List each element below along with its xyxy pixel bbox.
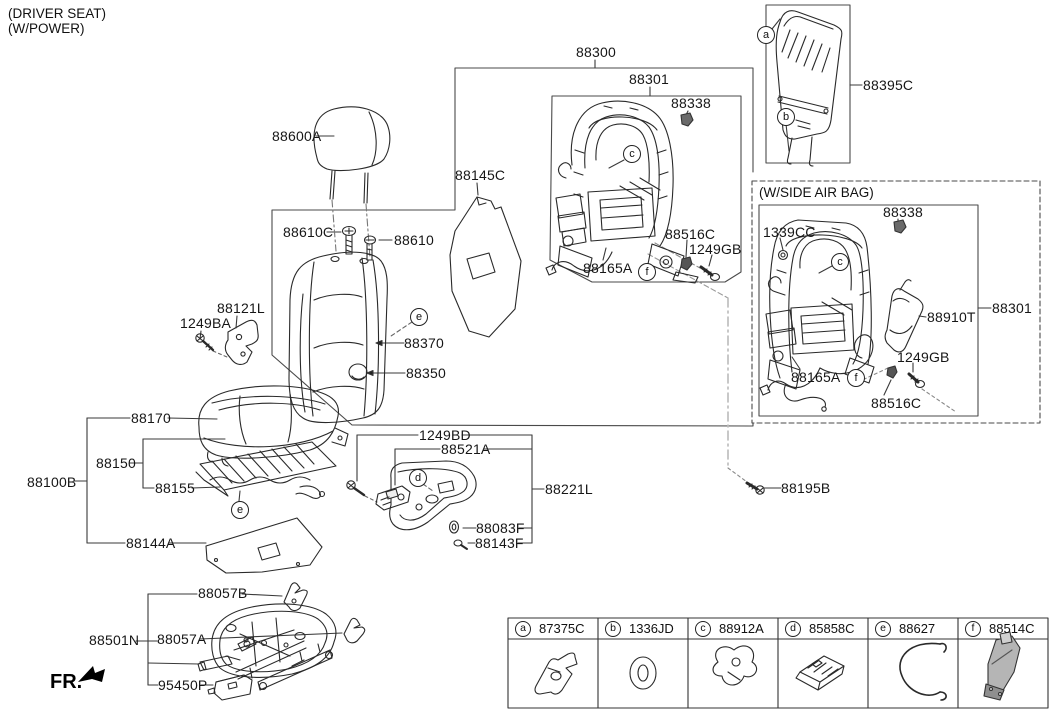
part-label-88521A: 88521A xyxy=(441,441,491,457)
backrest-cover-drawing xyxy=(288,251,388,424)
part-label-88100B: 88100B xyxy=(27,474,77,490)
part-label-88516C-main: 88516C xyxy=(665,226,716,242)
part-label-88370: 88370 xyxy=(404,335,444,351)
part-label-1249GB-sab: 1249GB xyxy=(897,349,950,365)
legend-part-c: 88912A xyxy=(719,621,764,636)
headrest-drawing xyxy=(313,106,391,204)
legend-cell-f: f 88514C xyxy=(958,618,1055,639)
part-label-88338: 88338 xyxy=(671,95,711,111)
page-title-line2: (W/POWER) xyxy=(8,21,85,36)
part-label-88610: 88610 xyxy=(394,232,434,248)
legend-part-e: 88627 xyxy=(899,621,936,636)
part-label-88165A-main: 88165A xyxy=(583,260,633,276)
recliner-bracket-drawing xyxy=(195,319,259,365)
legend-cell-d: d 85858C xyxy=(778,618,875,639)
part-label-88610C: 88610C xyxy=(283,224,334,240)
part-label-88170: 88170 xyxy=(131,410,171,426)
bolt-88195b-drawing xyxy=(745,481,765,495)
fr-direction-label: FR. xyxy=(50,671,83,693)
part-label-88155: 88155 xyxy=(155,480,195,496)
part-label-88300: 88300 xyxy=(576,44,616,60)
legend-letter-f: f xyxy=(965,620,981,637)
side-airbag-box-title: (W/SIDE AIR BAG) xyxy=(759,185,874,200)
part-label-1249BD: 1249BD xyxy=(419,427,471,443)
trim-clip-icon xyxy=(712,645,758,686)
page-title-line1: (DRIVER SEAT) xyxy=(8,6,107,21)
fr-arrow xyxy=(78,666,105,682)
part-label-88221L: 88221L xyxy=(545,481,593,497)
part-label-88301: 88301 xyxy=(629,71,669,87)
callout-b: b xyxy=(777,108,795,126)
legend-letter-a: a xyxy=(515,620,531,637)
part-label-95450P: 95450P xyxy=(158,677,208,693)
part-label-1249GB-main: 1249GB xyxy=(689,241,742,257)
back-frame-drawing xyxy=(545,100,721,284)
part-label-88121L: 88121L xyxy=(217,300,265,316)
heater-mat-drawing xyxy=(195,441,337,499)
part-label-88350: 88350 xyxy=(406,365,446,381)
part-label-88600A: 88600A xyxy=(272,128,322,144)
legend-part-d: 85858C xyxy=(809,621,855,636)
shield-drawing xyxy=(346,460,477,550)
callout-a: a xyxy=(757,26,775,44)
callout-e-backrest: e xyxy=(410,308,428,326)
part-label-88145C: 88145C xyxy=(455,167,506,183)
callout-d: d xyxy=(409,469,427,487)
part-label-88150: 88150 xyxy=(96,455,136,471)
legend-letter-e: e xyxy=(875,620,891,637)
part-label-1339CC: 1339CC xyxy=(763,224,816,240)
part-label-88083F: 88083F xyxy=(476,520,525,536)
callout-f-sab: f xyxy=(847,369,865,387)
part-label-88165A-sab: 88165A xyxy=(791,369,841,385)
legend-part-f: 88514C xyxy=(989,621,1035,636)
cushion-cover-drawing xyxy=(198,385,349,467)
legend-cell-e: e 88627 xyxy=(868,618,965,639)
square-clip-icon xyxy=(795,655,845,691)
callout-f-main: f xyxy=(638,263,656,281)
legend-letter-d: d xyxy=(785,620,801,637)
legend-cell-c: c 88912A xyxy=(688,618,785,639)
callout-e-cushion: e xyxy=(231,501,249,519)
legend-cell-b: b 1336JD xyxy=(598,618,695,639)
assembly-boxes xyxy=(271,4,1041,427)
legend-part-a: 87375C xyxy=(539,621,585,636)
part-label-88144A: 88144A xyxy=(126,535,176,551)
part-label-88143F: 88143F xyxy=(475,535,524,551)
legend-cell-a: a 87375C xyxy=(508,618,605,639)
part-label-88195B: 88195B xyxy=(781,480,831,496)
callout-c-sab: c xyxy=(831,253,849,271)
part-label-1249BA: 1249BA xyxy=(180,315,232,331)
part-label-88301-sab: 88301 xyxy=(992,300,1032,316)
legend-letter-b: b xyxy=(605,620,621,637)
part-label-88057B: 88057B xyxy=(198,585,248,601)
side-airbag-frame-drawing xyxy=(759,219,926,412)
part-label-88516C-sab: 88516C xyxy=(871,395,922,411)
back-board-drawing xyxy=(775,10,843,167)
wire-hook-icon xyxy=(899,642,947,701)
lumbar-motor-icon xyxy=(983,631,1021,701)
washer-ring-icon xyxy=(629,656,657,690)
back-pad-drawing xyxy=(449,196,522,338)
callout-c-main: c xyxy=(623,145,641,163)
part-label-88910T: 88910T xyxy=(927,309,976,325)
protector-drawing xyxy=(205,517,323,574)
legend-part-b: 1336JD xyxy=(629,621,674,636)
legend-letter-c: c xyxy=(695,620,711,637)
part-label-88501N: 88501N xyxy=(89,632,140,648)
seat-track-drawing xyxy=(197,582,366,701)
part-label-88338-sab: 88338 xyxy=(883,204,923,220)
mount-bracket-icon xyxy=(534,652,578,695)
part-label-88057A: 88057A xyxy=(157,631,207,647)
legend-table-grid xyxy=(507,617,1049,709)
part-label-88395C: 88395C xyxy=(863,77,914,93)
